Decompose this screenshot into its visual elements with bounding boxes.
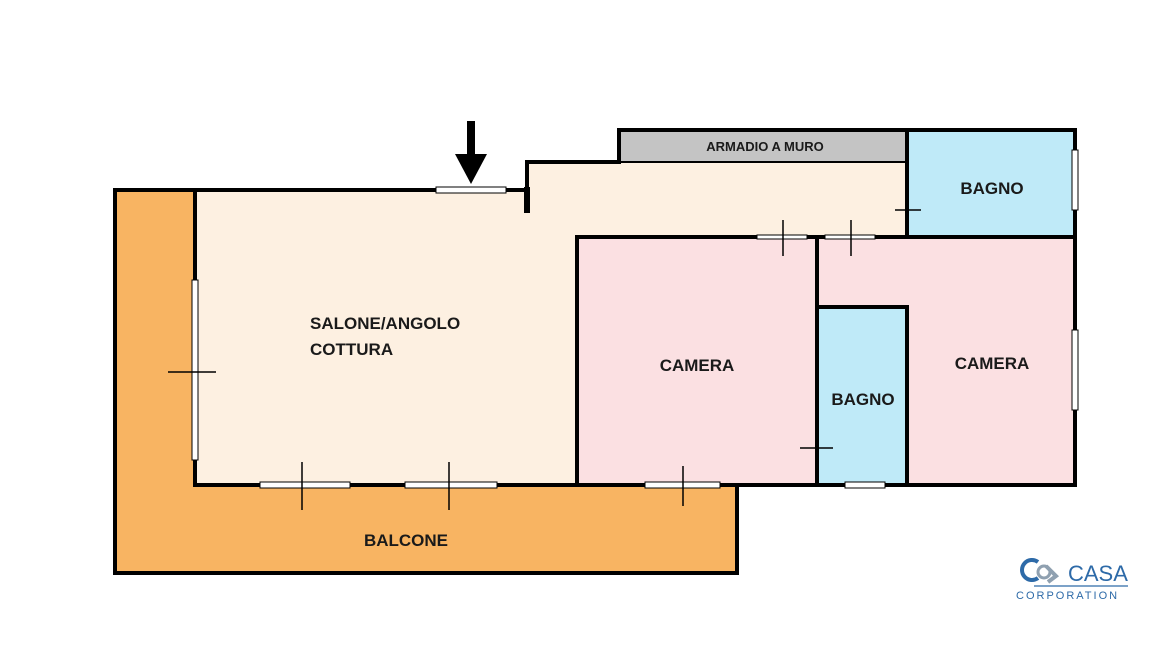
down-arrow-icon bbox=[455, 121, 487, 184]
bedroom-right-area bbox=[817, 237, 1075, 485]
window-living-bottom-1 bbox=[259, 481, 351, 489]
label-bathroom-top: BAGNO bbox=[960, 179, 1023, 198]
label-bedroom-right: CAMERA bbox=[955, 354, 1030, 373]
living-room-area bbox=[195, 190, 577, 485]
bathroom-top-area bbox=[907, 130, 1075, 237]
window-bedroom-right bbox=[1071, 329, 1079, 411]
bathroom-small-area bbox=[817, 307, 907, 485]
wardrobe-area bbox=[619, 130, 907, 162]
window-entrance bbox=[435, 186, 507, 194]
window-bathroom-top bbox=[1071, 149, 1079, 211]
label-balcony: BALCONE bbox=[364, 531, 448, 550]
label-bedroom-center: CAMERA bbox=[660, 356, 735, 375]
logo-mark-icon bbox=[1020, 558, 1060, 584]
label-living-line2: COTTURA bbox=[310, 340, 393, 359]
casa-corporation-logo: CASA CORPORATION bbox=[1016, 558, 1128, 602]
label-living-line1: SALONE/ANGOLO bbox=[310, 314, 460, 333]
window-door-top-1 bbox=[756, 234, 808, 240]
window-living-bottom-2 bbox=[404, 481, 498, 489]
door-marks bbox=[168, 196, 921, 510]
window-bathroom-small bbox=[844, 481, 886, 489]
label-wardrobe: ARMADIO A MURO bbox=[706, 139, 823, 154]
window-living-left bbox=[191, 279, 199, 461]
balcony-area-bottom bbox=[115, 485, 737, 573]
bedroom-center-area bbox=[577, 237, 817, 485]
window-door-top-2 bbox=[824, 234, 876, 240]
logo-brand: CASA bbox=[1068, 561, 1128, 586]
logo-sub: CORPORATION bbox=[1016, 590, 1119, 602]
label-bathroom-small: BAGNO bbox=[831, 390, 894, 409]
